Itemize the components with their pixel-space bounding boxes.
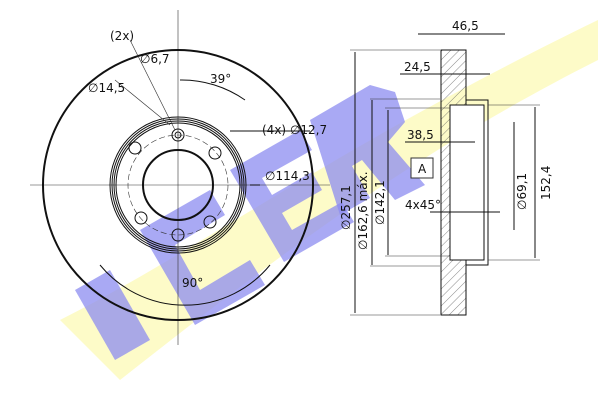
watermark-letter-i [75,270,150,360]
label-24-5: 24,5 [404,60,431,74]
label-dia-14-5: ∅14,5 [88,81,125,95]
disc-outer-circle [42,49,314,321]
watermark-letter-r [310,85,425,215]
label-bolt: (4x) ∅12,7 [262,123,327,137]
center-bore-circle [142,149,214,221]
label-datum-a: A [418,162,427,176]
label-angle-39: 39° [210,72,231,86]
label-dia-6-7: ∅6,7 [140,52,170,66]
label-46-5: 46,5 [452,19,479,33]
label-dia-162: ∅162,6 máx. [356,171,370,250]
label-angle-90: 90° [182,276,203,290]
label-2x: (2x) [110,29,134,43]
label-pcd: ∅114,3 [265,169,310,183]
label-dia-142: ∅142,1 [373,180,387,225]
front-view [30,10,330,345]
bolt-holes [128,128,222,242]
watermark-letter-e [230,130,354,262]
watermark-letter-c [140,190,265,325]
label-dia-69: ∅69,1 [515,173,529,210]
datum-box [410,157,434,179]
label-dia-257: ∅257,1 [339,185,353,230]
label-chamfer: 4x45° [405,198,441,212]
label-38-5: 38,5 [407,128,434,142]
side-view [350,33,540,316]
label-152-4: 152,4 [539,166,553,200]
